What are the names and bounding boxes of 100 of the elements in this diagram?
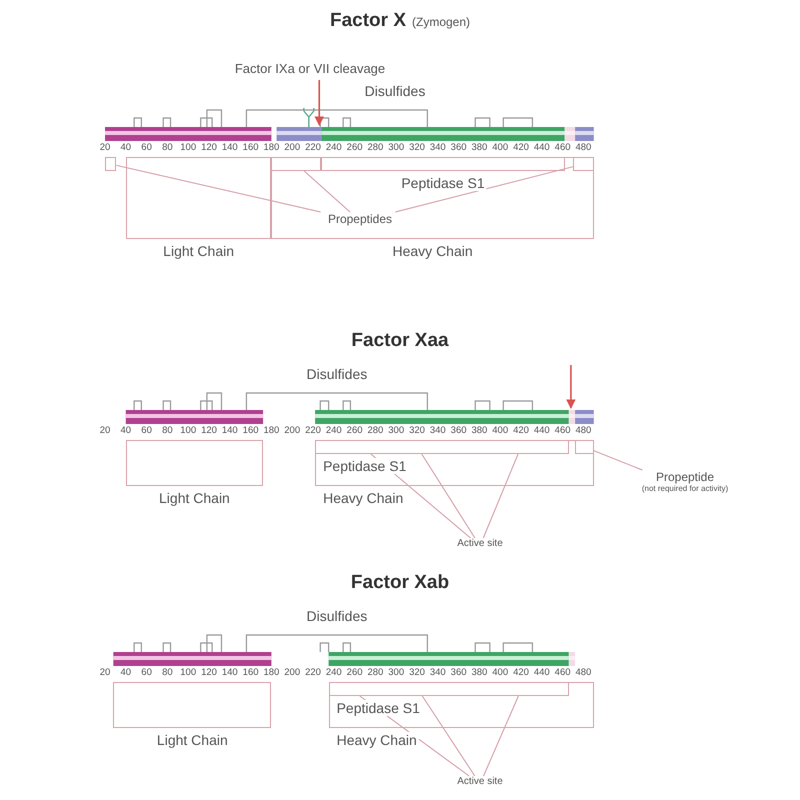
residue-number: 460 [554,668,571,679]
residue-number: 260 [346,143,363,154]
residue-number: 80 [162,143,173,154]
residue-number: 220 [305,668,321,679]
leader-line [482,454,519,538]
leader-line [394,166,574,212]
residue-number: 240 [326,426,342,437]
chain-label: Heavy Chain [390,243,475,260]
residue-number: 400 [492,143,508,154]
residue-number: 140 [222,143,238,154]
residue-number: 360 [450,668,467,679]
residue-number: 400 [492,668,508,679]
leader-line [304,170,350,212]
residue-number: 120 [201,426,217,437]
residue-number: 100 [180,143,196,154]
disulfides-label: Disulfides [306,608,368,624]
annotation-text: Active site [456,776,504,787]
residue-number: 220 [305,143,321,154]
residue-number: 420 [513,426,529,437]
residue-number: 300 [388,668,404,679]
chain-label: Heavy Chain [334,732,419,748]
domain-label: Peptidase S1 [334,700,422,716]
domain-label: Peptidase S1 [321,458,408,474]
panel-title: Factor Xaa [351,330,449,351]
annotation-note: (not required for activity) [640,484,730,493]
residue-number: 200 [284,668,300,679]
residue-number: 40 [120,426,132,437]
annotation-text: Active site [456,538,504,549]
residue-number: 140 [222,426,238,437]
propeptide-box [572,157,594,171]
residue-number: 60 [141,668,152,679]
residue-number: 240 [326,143,342,154]
residue-number: 340 [430,143,446,154]
residue-number: 80 [162,668,173,679]
residue-number: 20 [100,426,110,437]
residue-number: 480 [575,668,592,679]
panel-subtitle: (Zymogen) [412,15,470,29]
residue-number: 440 [534,426,550,437]
residue-number: 300 [388,143,404,154]
panel-title: Factor Xab [350,572,450,593]
residue-number: 460 [554,143,571,154]
residue-number: 100 [180,426,196,437]
residue-number: 320 [409,143,425,154]
residue-number: 340 [430,426,446,437]
residue-number: 320 [409,426,425,437]
cleavage-label: Factor IXa or VII cleavage [234,62,386,77]
propeptide-box [575,440,594,454]
residue-number: 340 [430,668,446,679]
residue-number: 420 [513,668,529,679]
residue-number: 200 [284,426,300,437]
residue-number: 280 [367,668,384,679]
residue-number: 320 [409,668,425,679]
residue-number: 20 [100,668,110,679]
disulfides-label: Disulfides [306,366,368,382]
residue-number: 300 [388,426,404,437]
residue-number: 60 [141,426,152,437]
residue-number: 460 [554,426,571,437]
leader-line [421,454,476,538]
residue-number: 400 [492,426,508,437]
residue-number: 60 [141,143,152,154]
annotation-text: Propeptides [326,212,393,226]
residue-number: 120 [201,668,217,679]
residue-number: 440 [534,143,550,154]
residue-number: 260 [346,668,363,679]
residue-number: 240 [326,668,342,679]
propeptide-box [105,157,116,171]
residue-number: 160 [242,143,259,154]
chain-label: Light Chain [157,490,232,506]
residue-number: 120 [201,143,217,154]
residue-number: 480 [575,143,592,154]
residue-number: 200 [284,143,300,154]
chain-label: Heavy Chain [321,490,406,506]
residue-number: 100 [180,668,196,679]
chain-label: Light Chain [161,243,236,260]
residue-number: 220 [305,426,321,437]
residue-number: 180 [263,668,280,679]
disulfides-label: Disulfides [364,83,426,100]
residue-number: 420 [513,143,529,154]
leader-line [422,696,476,776]
residue-number: 280 [367,426,384,437]
propeptide-box [271,157,322,171]
residue-number: 380 [471,143,488,154]
residue-number: 480 [575,426,592,437]
residue-number: 260 [346,426,363,437]
residue-number: 20 [100,143,110,154]
residue-number: 40 [120,668,132,679]
residue-number: 40 [120,143,132,154]
residue-number: 280 [367,143,384,154]
residue-number: 360 [450,143,467,154]
annotation-text: Propeptide [654,470,716,484]
leader-line [593,450,643,470]
residue-number: 160 [242,668,259,679]
residue-number: 380 [471,426,488,437]
residue-number: 360 [450,426,467,437]
residue-number: 80 [162,426,173,437]
residue-number: 440 [534,668,550,679]
residue-number: 140 [222,668,238,679]
residue-number: 160 [242,426,259,437]
residue-number: 180 [263,143,280,154]
panel-title: Factor X [330,10,406,31]
